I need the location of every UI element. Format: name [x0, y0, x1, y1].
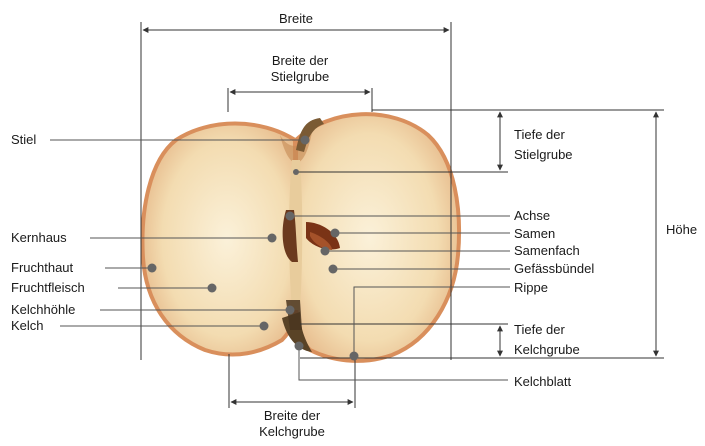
dot-samen: [331, 229, 340, 238]
label-tiefe-stielgrube-2: Stielgrube: [514, 147, 573, 162]
label-samen: Samen: [514, 226, 555, 241]
label-kelchblatt: Kelchblatt: [514, 374, 571, 389]
label-breite-stielgrube-1: Breite der: [272, 53, 328, 68]
label-stiel: Stiel: [11, 132, 36, 147]
dot-stielgrube: [293, 169, 299, 175]
dot-samenfach: [321, 247, 330, 256]
label-breite-kelchgrube-1: Breite der: [264, 408, 320, 423]
label-achse: Achse: [514, 208, 550, 223]
label-kelch: Kelch: [11, 318, 44, 333]
label-rippe: Rippe: [514, 280, 548, 295]
label-fruchtfleisch: Fruchtfleisch: [11, 280, 85, 295]
dot-kelchblatt: [295, 342, 304, 351]
dot-rippe: [350, 352, 359, 361]
dot-kelchhoehle: [286, 306, 295, 315]
label-breite-kelchgrube-2: Kelchgrube: [259, 424, 325, 439]
dot-kernhaus: [268, 234, 277, 243]
label-breite: Breite: [279, 11, 313, 26]
label-tiefe-kelchgrube-1: Tiefe der: [514, 322, 565, 337]
label-hoehe: Höhe: [666, 222, 697, 237]
label-gefaessbuendel: Gefässbündel: [514, 261, 594, 276]
dot-fruchtfleisch: [208, 284, 217, 293]
label-fruchthaut: Fruchthaut: [11, 260, 73, 275]
label-tiefe-stielgrube-1: Tiefe der: [514, 127, 565, 142]
dot-stiel: [301, 136, 310, 145]
label-kelchhoehle: Kelchhöhle: [11, 302, 75, 317]
label-samenfach: Samenfach: [514, 243, 580, 258]
label-kernhaus: Kernhaus: [11, 230, 67, 245]
dot-fruchthaut: [148, 264, 157, 273]
dot-achse: [286, 212, 295, 221]
label-breite-stielgrube-2: Stielgrube: [271, 69, 330, 84]
dot-gefaessbuendel: [329, 265, 338, 274]
label-tiefe-kelchgrube-2: Kelchgrube: [514, 342, 580, 357]
dot-kelch: [260, 322, 269, 331]
